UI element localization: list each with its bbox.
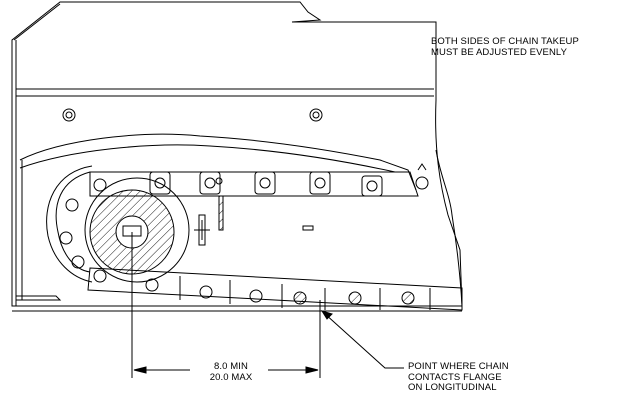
wrap-link [71,255,85,269]
wrap-link [93,269,107,283]
sprocket-outer [84,177,190,283]
slot [302,225,314,231]
threaded-rod [218,195,224,231]
fitting-cross [194,214,210,246]
leader-line [323,312,404,369]
adjustment-note-line-1: BOTH SIDES OF CHAIN TAKEUP [431,36,579,47]
housing-bolt [62,108,76,122]
housing-chamfer [13,3,61,41]
upper-link [199,171,221,195]
lower-link [293,291,307,305]
adjustment-note: BOTH SIDES OF CHAIN TAKEUP MUST BE ADJUS… [431,36,579,58]
small-pin [215,177,223,185]
contact-note-line-2: CONTACTS FLANGE [408,371,502,383]
dimension-max: 20.0 MAX [209,371,253,383]
upper-link [415,176,429,190]
lower-link [145,278,159,292]
upper-link [254,171,276,195]
dimension-label: 8.0 MIN 20.0 MAX [196,361,266,383]
dimension-min: 8.0 MIN [214,361,248,372]
lower-chain-run [87,267,463,311]
upper-chain-run [89,171,419,197]
contact-note: POINT WHERE CHAIN CONTACTS FLANGE ON LON… [408,361,509,394]
lower-link [249,289,263,303]
lower-link [348,291,362,305]
contact-note-line-1: POINT WHERE CHAIN [408,361,509,372]
adjustment-note-line-2: MUST BE ADJUSTED EVENLY [431,46,568,58]
housing-outline [11,1,463,307]
arrow-left [133,366,147,374]
wrap-link [93,178,107,192]
bottom-bracket [16,295,62,301]
contact-note-line-3: ON LONGITUDINAL [408,382,497,393]
arrow-right [305,366,319,374]
chain-wrap-outer [46,165,93,283]
right-edge-curve [435,149,463,307]
chain-wrap [55,171,91,273]
lower-link [401,291,415,305]
leader-arrow [320,310,333,320]
upper-link [309,171,331,195]
wrap-link [59,231,73,245]
upper-link [361,175,383,197]
marker-pin [417,163,427,171]
housing-bolt [309,108,323,122]
lower-link [199,285,213,299]
cover-inner-curve-2 [19,144,396,173]
upper-link [149,171,171,195]
wrap-link [65,198,79,212]
cover-inner-curve [19,133,417,191]
